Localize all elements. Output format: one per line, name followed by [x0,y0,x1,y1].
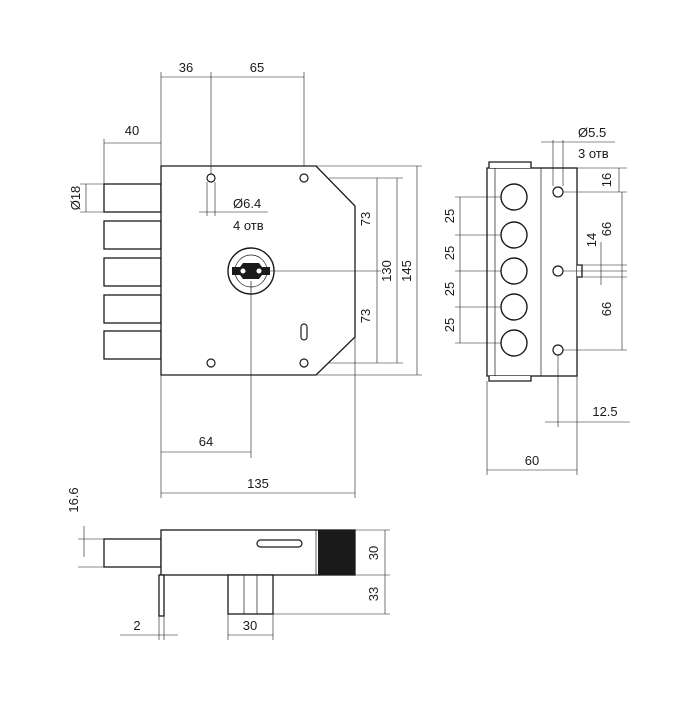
dim-65-label: 65 [250,60,264,75]
dim-36-label: 36 [179,60,193,75]
mount-hole [552,186,564,198]
dim-spacing-label: 25 [442,246,457,260]
top-cap [488,161,532,168]
dim-side-hole-group: Ø5.5 3 отв [541,125,615,186]
dim-64-group: 64 [160,292,252,458]
dim-side-hole-dia-label: Ø5.5 [578,125,606,140]
dim-side-hole-count-label: 3 отв [578,146,609,161]
dim-spacing-group: 25 25 25 25 [442,196,501,344]
bolt [103,330,162,360]
dim-145-label: 145 [399,260,414,282]
dim-40-group: 40 [103,123,161,184]
dim-60-group: 60 [486,381,578,475]
mount-flange [158,574,165,617]
dim-hole-dia-group: Ø6.4 4 отв [199,182,268,233]
dim-40-label: 40 [125,123,139,138]
mount-hole [552,344,564,356]
bottom-view: 16.6 30 33 2 30 [66,487,390,640]
dim-60-label: 60 [525,453,539,468]
bottom-cap [488,376,532,382]
bolt-bottom [103,538,162,568]
dim-12-5-group: 12.5 [545,355,630,427]
dim-2-group: 2 [120,616,178,640]
slot [256,539,303,548]
face-plate [318,530,355,575]
dim-bolt-dia-group: Ø18 [68,183,104,213]
side-view: 25 25 25 25 Ø5.5 3 отв 16 66 [442,125,630,475]
dim-upper-73-label: 73 [358,212,373,226]
dim-135-label: 135 [247,476,269,491]
bolt [103,220,162,250]
dim-16-label: 16 [599,173,614,187]
front-view: 36 65 40 Ø18 Ø6.4 4 отв [68,60,422,498]
bolt [103,294,162,324]
bolt-hole [500,257,528,285]
key-cylinder [227,247,275,295]
mount-hole [299,358,309,368]
dim-bottom-right-group: 30 33 [273,529,390,615]
slot [300,323,308,341]
dim-spacing-label: 25 [442,209,457,223]
dim-33-label: 33 [366,587,381,601]
dim-30-height-label: 30 [366,546,381,560]
dim-16-6-group: 16.6 [66,487,104,568]
bolt [103,183,162,213]
dim-66-lower-label: 66 [599,302,614,316]
bolt-hole [500,293,528,321]
dim-64-label: 64 [199,434,213,449]
dim-130-label: 130 [379,260,394,282]
dim-2-label: 2 [133,618,140,633]
dim-bolt-dia-label: Ø18 [68,186,83,211]
cylinder-housing [227,574,274,615]
dim-spacing-label: 25 [442,282,457,296]
dim-hole-dia-label: Ø6.4 [233,196,261,211]
mount-hole [206,173,216,183]
bolt-hole [500,221,528,249]
dim-135-group: 135 [160,337,356,498]
dim-16-6-label: 16.6 [66,487,81,512]
bolt-hole [500,329,528,357]
dim-side-vertical-group: 16 66 14 66 [563,167,627,351]
dim-12-5-label: 12.5 [592,404,617,419]
dim-top-group: 36 65 [160,60,305,174]
mount-hole [552,265,564,277]
dim-hole-count-label: 4 отв [233,218,264,233]
mount-hole [299,173,309,183]
dim-66-upper-label: 66 [599,222,614,236]
bolt [103,257,162,287]
dim-30-width-label: 30 [243,618,257,633]
dim-lower-73-label: 73 [358,309,373,323]
dim-14-label: 14 [584,233,599,247]
dim-30-width-group: 30 [227,614,274,640]
mount-hole [206,358,216,368]
bolt-hole [500,183,528,211]
dim-vertical-group: 73 73 130 145 [270,165,422,376]
dim-spacing-label: 25 [442,318,457,332]
